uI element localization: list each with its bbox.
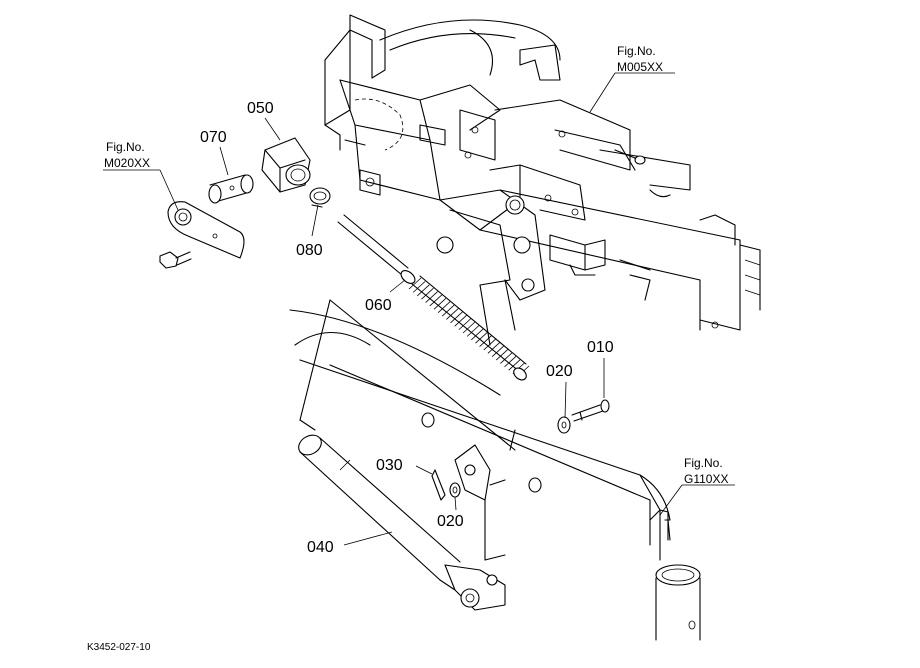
label-part-030: 030 — [376, 457, 403, 474]
leader-lines — [103, 72, 735, 546]
fig-ref-m020xx-prefix: Fig.No. — [106, 140, 145, 154]
part-080-bushing — [309, 187, 331, 208]
thread-tick — [483, 338, 497, 351]
part-labels: 050 070 080 060 020 010 030 020 040 — [200, 100, 614, 556]
thread-tick — [495, 348, 509, 361]
label-part-060: 060 — [365, 297, 392, 314]
thread-tick — [454, 314, 467, 327]
thread-tick — [429, 294, 443, 307]
thread-tick — [508, 358, 521, 371]
thread-tick — [412, 281, 426, 293]
thread-tick — [408, 277, 422, 290]
thread-tick — [425, 291, 438, 303]
thread-tick — [466, 325, 480, 337]
label-part-040: 040 — [307, 539, 334, 556]
label-part-020-upper: 020 — [546, 363, 573, 380]
pin-and-washers — [431, 399, 610, 501]
thread-tick — [417, 284, 430, 297]
thread-tick — [446, 308, 459, 320]
fig-ref-g110xx-code: G110XX — [684, 472, 728, 486]
label-part-070: 070 — [200, 129, 227, 146]
drawing-code: K3452-027-10 — [87, 642, 151, 653]
left-plate-and-bolt — [159, 201, 245, 269]
fig-ref-m020xx-code: M020XX — [104, 156, 150, 170]
fig-ref-m005xx-prefix: Fig.No. — [617, 44, 656, 58]
thread-tick — [441, 304, 455, 317]
thread-tick — [433, 298, 447, 310]
fig-ref-m005xx-code: M005XX — [617, 60, 663, 74]
part-060-threaded-rod — [337, 214, 530, 381]
thread-tick — [491, 345, 505, 357]
thread-tick — [475, 331, 488, 344]
label-part-080: 080 — [296, 242, 323, 259]
thread-tick — [504, 355, 517, 368]
thread-tick — [471, 328, 484, 341]
figure-references: Fig.No. M005XX Fig.No. M020XX Fig.No. G1… — [104, 44, 728, 486]
lower-rail-assembly — [289, 299, 671, 561]
part-070-collar — [208, 174, 254, 204]
thread-tick — [458, 318, 472, 330]
thread-tick — [421, 287, 434, 300]
fig-ref-g110xx-prefix: Fig.No. — [684, 456, 723, 470]
thread-tick — [462, 321, 476, 334]
label-part-020-lower: 020 — [437, 513, 464, 530]
thread-tick — [437, 301, 451, 313]
thread-tick — [487, 342, 501, 354]
part-040-tube — [298, 434, 506, 611]
main-frame-assembly — [324, 14, 761, 346]
label-part-010: 010 — [587, 339, 614, 356]
label-part-050: 050 — [247, 100, 274, 117]
thread-tick — [450, 311, 463, 324]
right-leg-tube — [639, 474, 701, 641]
thread-tick — [500, 352, 513, 364]
thread-tick — [479, 335, 492, 347]
part-050-block — [261, 137, 311, 193]
